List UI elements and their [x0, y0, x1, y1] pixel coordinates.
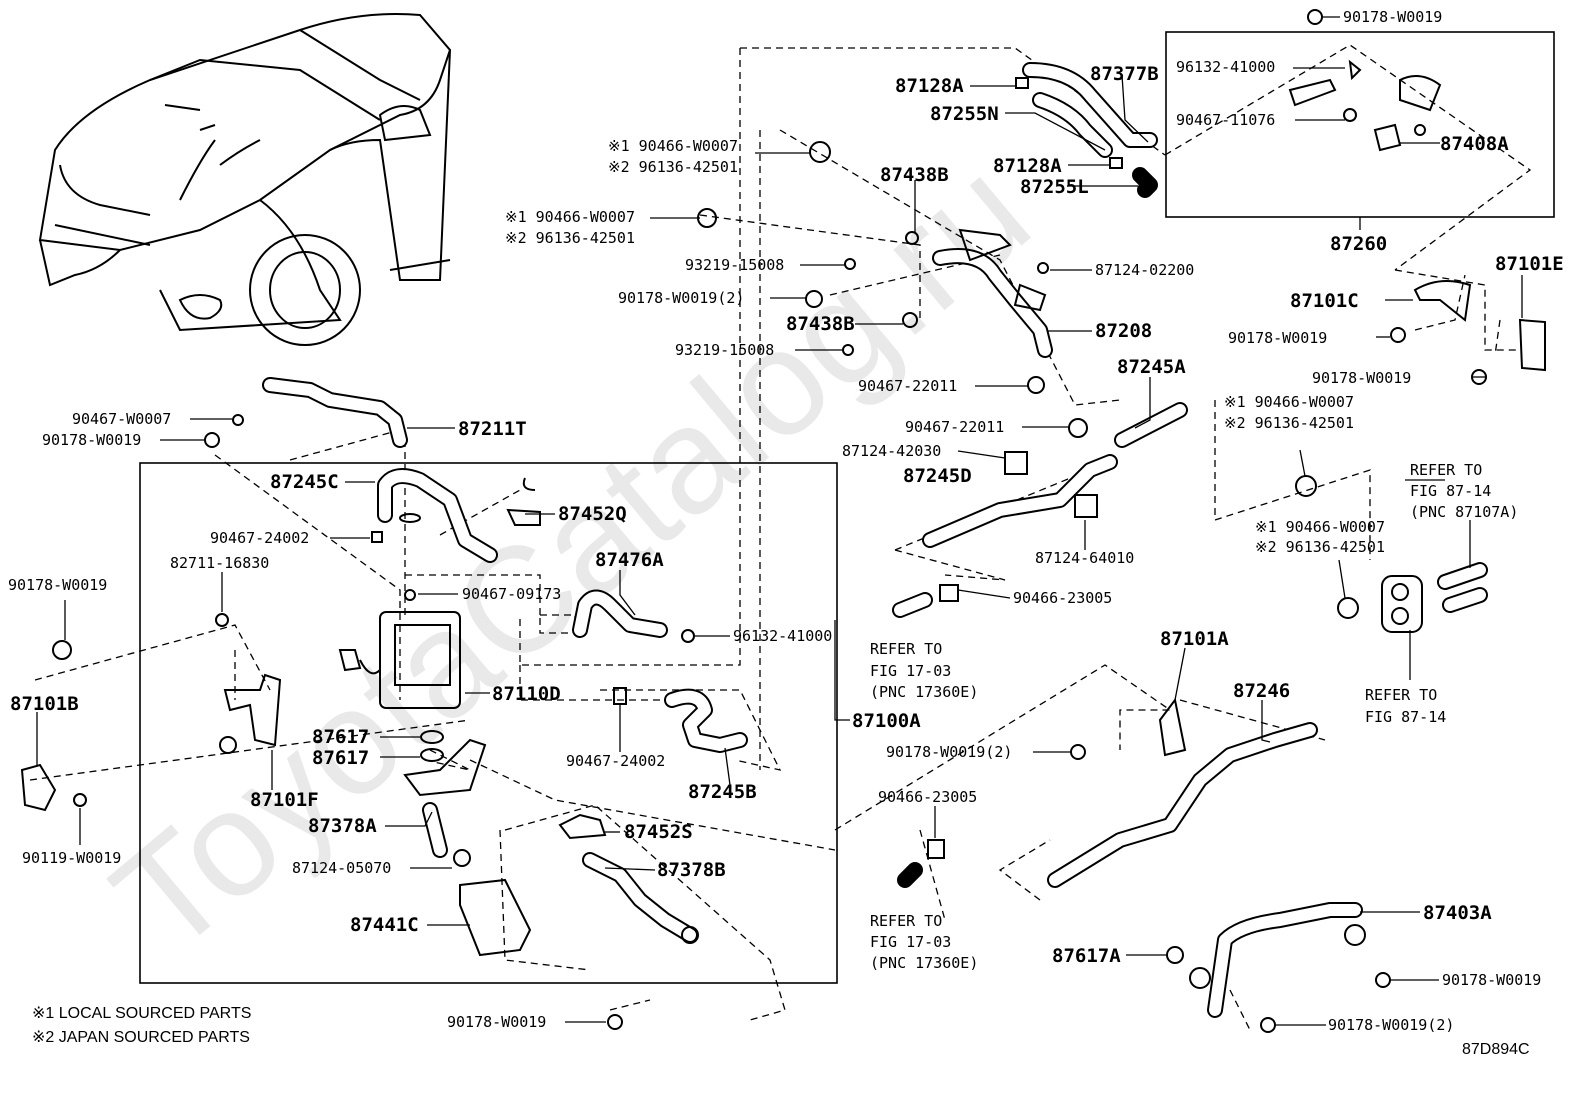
note-japan-sourced: ※2 JAPAN SOURCED PARTS — [32, 1029, 250, 1046]
label-87377b: 87377B — [1090, 63, 1159, 85]
label-87617-1: 87617 — [312, 726, 369, 748]
label-96136-42501-b: ※2 96136-42501 — [505, 229, 635, 247]
label-90178-w0019-l2: 90178-W0019 — [8, 576, 107, 594]
label-96132-41000-box: 96132-41000 — [1176, 58, 1275, 76]
label-87255n: 87255N — [930, 103, 999, 125]
label-96136-42501-a: ※2 96136-42501 — [608, 158, 738, 176]
label-refer-17-03b-1: REFER TO — [870, 912, 942, 930]
label-90467-22011-1: 90467-22011 — [858, 377, 957, 395]
label-87100a: 87100A — [852, 710, 921, 732]
label-90467-24002-2: 90467-24002 — [566, 752, 665, 770]
label-90467-w0007: 90467-W0007 — [72, 410, 171, 428]
label-refer-87-14b-2: FIG 87-14 — [1365, 708, 1446, 726]
label-87124-64010: 87124-64010 — [1035, 549, 1134, 567]
sub-assembly-box-87100a — [139, 462, 838, 984]
label-87128a-2: 87128A — [993, 155, 1062, 177]
label-96132-41000: 96132-41000 — [733, 627, 832, 645]
label-87124-02200: 87124-02200 — [1095, 261, 1194, 279]
label-87101a: 87101A — [1160, 628, 1229, 650]
label-refer-17-03a-3: (PNC 17360E) — [870, 683, 978, 701]
label-96136-42501-c: ※2 96136-42501 — [1224, 414, 1354, 432]
label-90467-09173: 90467-09173 — [462, 585, 561, 603]
label-refer-17-03a-1: REFER TO — [870, 640, 942, 658]
label-87246: 87246 — [1233, 680, 1290, 702]
label-82711-16830: 82711-16830 — [170, 554, 269, 572]
label-refer-87-14a-3: (PNC 87107A) — [1410, 503, 1518, 521]
note-local-sourced: ※1 LOCAL SOURCED PARTS — [32, 1005, 251, 1022]
part-labels: 90178-W0019 96132-41000 90467-11076 8740… — [8, 8, 1564, 1034]
label-90466-23005-1: 90466-23005 — [1013, 589, 1112, 607]
label-87255l: 87255L — [1020, 176, 1089, 198]
label-87245d: 87245D — [903, 465, 972, 487]
parts — [20, 9, 1546, 1033]
label-90178-w0019-top: 90178-W0019 — [1343, 8, 1442, 26]
label-87101f: 87101F — [250, 789, 319, 811]
label-87208: 87208 — [1095, 320, 1152, 342]
label-87378a: 87378A — [308, 815, 377, 837]
label-87211t: 87211T — [458, 418, 527, 440]
diagram-code: 87D894C — [1462, 1041, 1530, 1058]
label-87101e: 87101E — [1495, 253, 1564, 275]
label-87408a: 87408A — [1440, 133, 1509, 155]
label-87617-2: 87617 — [312, 747, 369, 769]
label-90466-w0007-b: ※1 90466-W0007 — [505, 208, 635, 226]
label-90178-w0019-r1: 90178-W0019 — [1228, 329, 1327, 347]
label-90178-w0019-r2: 90178-W0019 — [1312, 369, 1411, 387]
label-87260: 87260 — [1330, 233, 1387, 255]
label-refer-87-14a-2: FIG 87-14 — [1410, 482, 1491, 500]
label-87476a: 87476A — [595, 549, 664, 571]
assembly-dashed-lines — [29, 44, 1532, 1031]
vehicle-sketch — [38, 13, 452, 346]
label-87617a: 87617A — [1052, 945, 1121, 967]
label-90178-w0019-2c: 90178-W0019(2) — [1328, 1016, 1454, 1034]
label-refer-87-14a-1: REFER TO — [1410, 461, 1482, 479]
label-90178-w0019-bot: 90178-W0019 — [447, 1013, 546, 1031]
label-93219-15008-1: 93219-15008 — [685, 256, 784, 274]
label-87128a-1: 87128A — [895, 75, 964, 97]
label-refer-17-03b-3: (PNC 17360E) — [870, 954, 978, 972]
label-90119-w0019: 90119-W0019 — [22, 849, 121, 867]
label-87101c: 87101C — [1290, 290, 1359, 312]
label-90178-w0019-l1: 90178-W0019 — [42, 431, 141, 449]
label-87101b: 87101B — [10, 693, 79, 715]
label-87124-05070: 87124-05070 — [292, 859, 391, 877]
label-refer-17-03a-2: FIG 17-03 — [870, 662, 951, 680]
label-87438b-1: 87438B — [880, 164, 949, 186]
leader-lines — [36, 16, 1523, 1026]
label-87403a: 87403A — [1423, 902, 1492, 924]
label-96136-42501-d: ※2 96136-42501 — [1255, 538, 1385, 556]
label-90466-w0007-c: ※1 90466-W0007 — [1224, 393, 1354, 411]
label-90466-w0007-a: ※1 90466-W0007 — [608, 137, 738, 155]
label-87245b: 87245B — [688, 781, 757, 803]
label-93219-15008-2: 93219-15008 — [675, 341, 774, 359]
label-90466-w0007-d: ※1 90466-W0007 — [1255, 518, 1385, 536]
label-90178-w0019-2b: 90178-W0019(2) — [886, 743, 1012, 761]
label-90467-11076: 90467-11076 — [1176, 111, 1275, 129]
label-90178-w0019-br: 90178-W0019 — [1442, 971, 1541, 989]
label-90467-24002-1: 90467-24002 — [210, 529, 309, 547]
label-87438b-2: 87438B — [786, 313, 855, 335]
label-87452q: 87452Q — [558, 503, 627, 525]
label-87245a: 87245A — [1117, 356, 1186, 378]
label-refer-17-03b-2: FIG 17-03 — [870, 933, 951, 951]
label-87441c: 87441C — [350, 914, 419, 936]
label-refer-87-14b-1: REFER TO — [1365, 686, 1437, 704]
label-87110d: 87110D — [492, 683, 561, 705]
label-87452s: 87452S — [624, 821, 693, 843]
label-87124-42030: 87124-42030 — [842, 442, 941, 460]
label-90467-22011-2: 90467-22011 — [905, 418, 1004, 436]
label-90178-w0019-2a: 90178-W0019(2) — [618, 289, 744, 307]
label-87245c: 87245C — [270, 471, 339, 493]
label-90466-23005-2: 90466-23005 — [878, 788, 977, 806]
label-87378b: 87378B — [657, 859, 726, 881]
